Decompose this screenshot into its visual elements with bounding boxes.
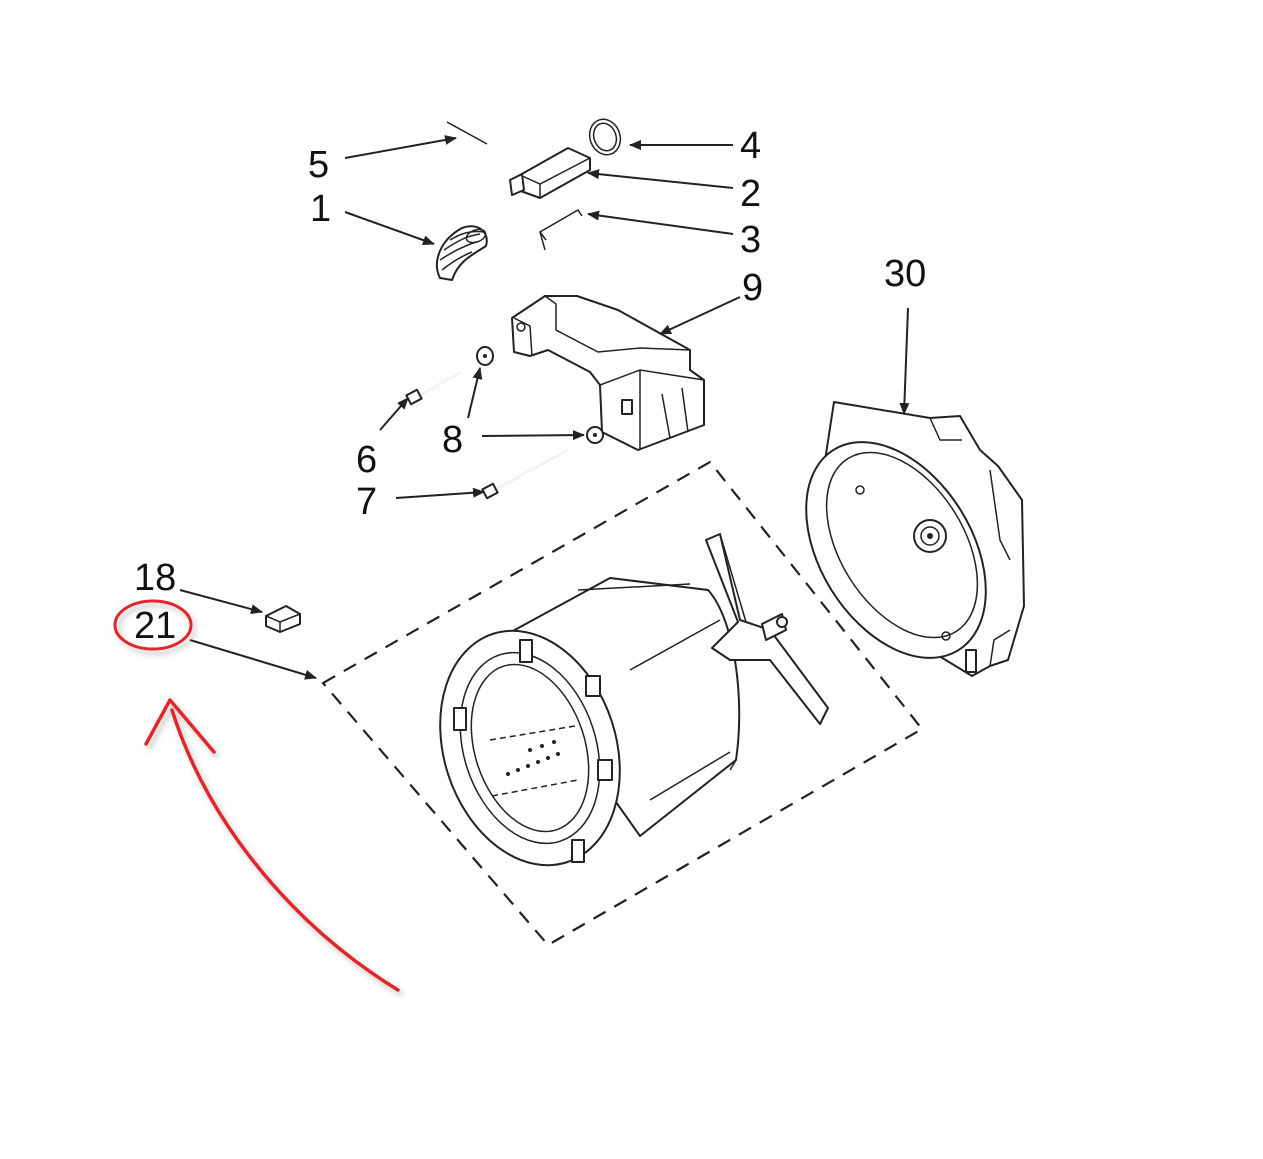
label-30: 30 xyxy=(884,253,926,295)
assembly-21-boundary xyxy=(321,460,924,947)
part-8-washer-upper xyxy=(476,346,494,366)
label-9: 9 xyxy=(742,267,763,309)
leader-8b xyxy=(481,430,585,441)
leader-7 xyxy=(395,487,485,499)
leader-6 xyxy=(379,397,409,431)
leader-30 xyxy=(899,307,910,415)
callout-labels: 5 1 4 2 3 9 30 6 8 7 18 21 xyxy=(134,125,926,647)
label-7: 7 xyxy=(356,481,377,523)
part-7-bolt xyxy=(481,449,569,500)
label-18: 18 xyxy=(134,557,176,599)
leader-3 xyxy=(587,210,734,235)
label-5: 5 xyxy=(308,144,329,186)
part-9-housing xyxy=(511,295,705,451)
part-1-hose xyxy=(436,225,488,281)
part-2-nozzle xyxy=(509,147,591,199)
leader-5 xyxy=(344,135,457,159)
label-6: 6 xyxy=(356,439,377,481)
label-2: 2 xyxy=(740,173,761,215)
label-4: 4 xyxy=(740,125,761,167)
label-21: 21 xyxy=(134,605,176,647)
leader-1 xyxy=(344,211,435,245)
drum-lifter-holes xyxy=(506,740,560,776)
drum-assembly xyxy=(439,533,829,867)
drum-spider xyxy=(705,533,829,725)
leader-lines xyxy=(179,135,910,680)
highlight-circle xyxy=(113,599,193,651)
label-3: 3 xyxy=(740,219,761,261)
part-5-pin xyxy=(446,121,488,145)
highlight-annotation xyxy=(113,599,400,992)
part-3-clip xyxy=(539,208,583,251)
label-8: 8 xyxy=(442,419,463,461)
red-curved-arrow xyxy=(170,708,400,992)
leader-18 xyxy=(179,589,263,614)
leader-2 xyxy=(587,169,734,189)
part-18-clip xyxy=(265,605,301,633)
label-1: 1 xyxy=(310,188,331,230)
part-8-washer-lower xyxy=(586,426,604,444)
part-6-bolt xyxy=(405,372,461,406)
part-4-o-ring xyxy=(588,118,622,156)
part-30-rear-tub xyxy=(805,401,1025,677)
leader-8a xyxy=(467,367,483,419)
red-arrowhead xyxy=(144,698,216,754)
leader-9 xyxy=(659,296,741,335)
leader-21 xyxy=(189,639,317,680)
